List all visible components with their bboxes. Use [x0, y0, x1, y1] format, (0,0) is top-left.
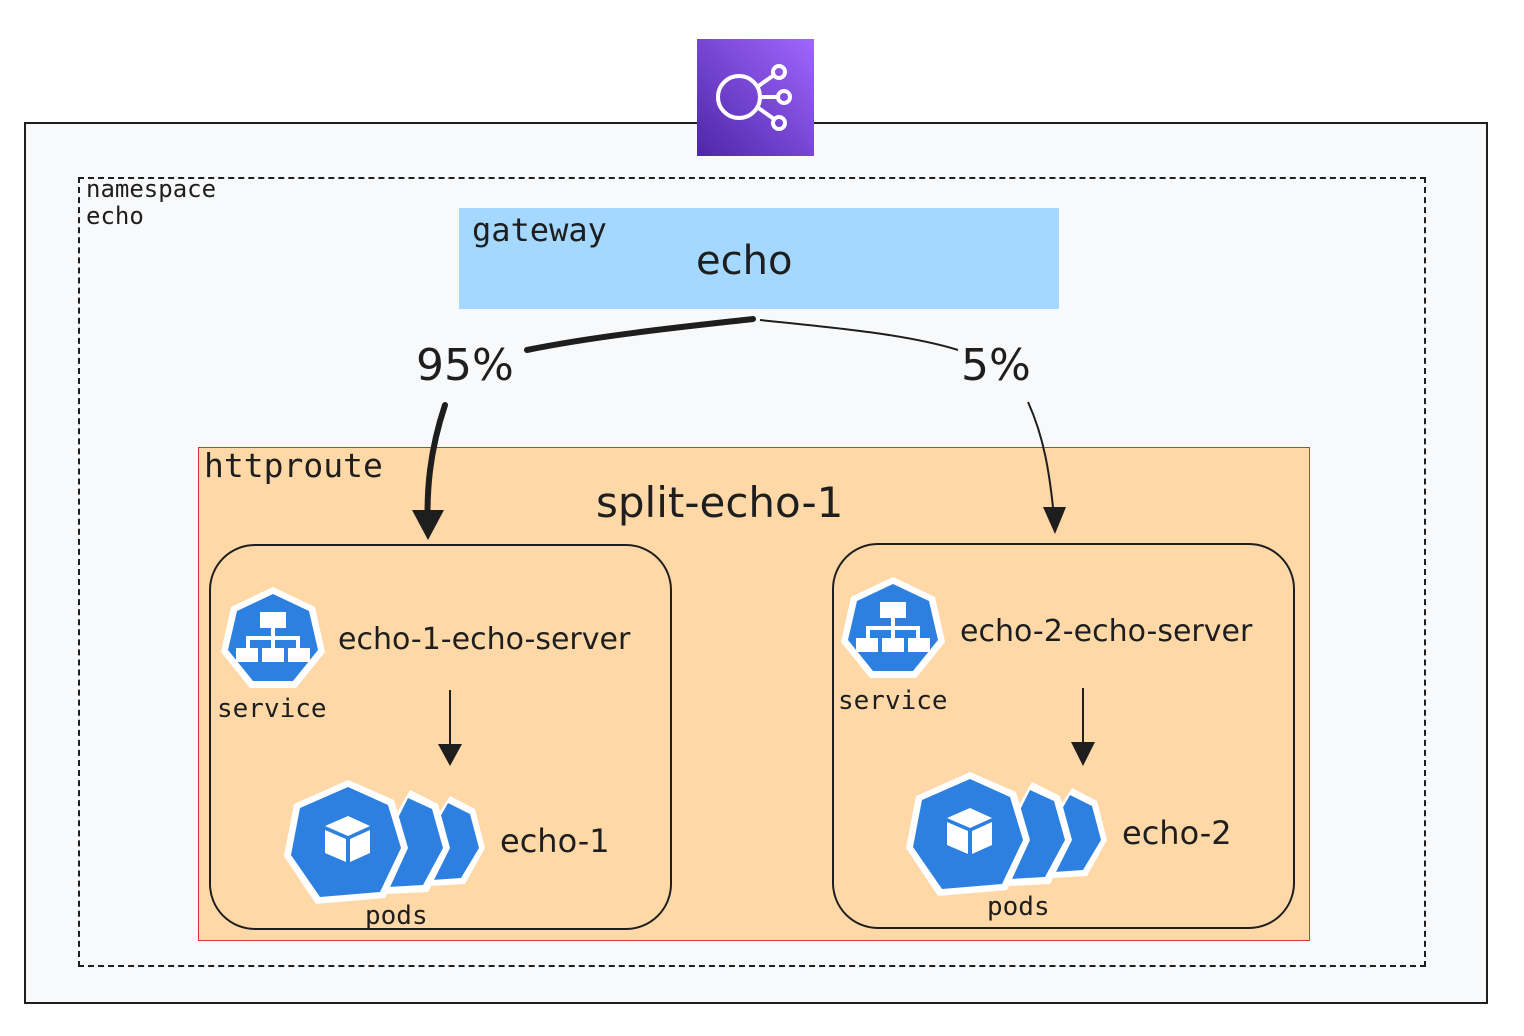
- route-line-95: [524, 316, 756, 353]
- gateway-name: echo: [696, 238, 793, 284]
- route-line-5: [759, 319, 959, 351]
- svc2-arrowhead: [1071, 742, 1095, 766]
- httproute-type-label: httproute: [204, 446, 383, 485]
- gateway-box: [459, 208, 1059, 309]
- aws-gateway-icon: [697, 39, 814, 156]
- service-1-type-label: service: [217, 694, 327, 724]
- service-1-box: [209, 544, 672, 930]
- route-weight-95: 95%: [416, 340, 514, 391]
- k8s-service-icon: [218, 584, 328, 698]
- service-2-box: [832, 543, 1295, 929]
- namespace-name: echo: [86, 202, 144, 230]
- namespace-type-label: namespace: [86, 175, 217, 203]
- httproute-name: split-echo-1: [596, 478, 844, 527]
- k8s-pods-icon: [902, 768, 1117, 912]
- service-1-name: echo-1-echo-server: [338, 622, 631, 657]
- service-2-name: echo-2-echo-server: [960, 614, 1253, 649]
- service-1-pods-name: echo-1: [500, 822, 610, 860]
- svc1-arrowhead: [438, 744, 462, 766]
- namespace-box: [78, 177, 1426, 967]
- service-2-pods-name: echo-2: [1122, 814, 1232, 852]
- service-1-pods-label: pods: [365, 901, 428, 931]
- route-weight-5: 5%: [961, 340, 1031, 391]
- gateway-type-label: gateway: [472, 211, 607, 249]
- service-2-pods-label: pods: [987, 892, 1050, 922]
- arrowhead-5: [1043, 507, 1066, 534]
- arrowhead-95: [412, 510, 444, 540]
- k8s-service-icon: [838, 574, 948, 688]
- service-2-type-label: service: [838, 686, 948, 716]
- k8s-pods-icon: [280, 776, 495, 920]
- namespace-label: namespace echo: [86, 176, 216, 230]
